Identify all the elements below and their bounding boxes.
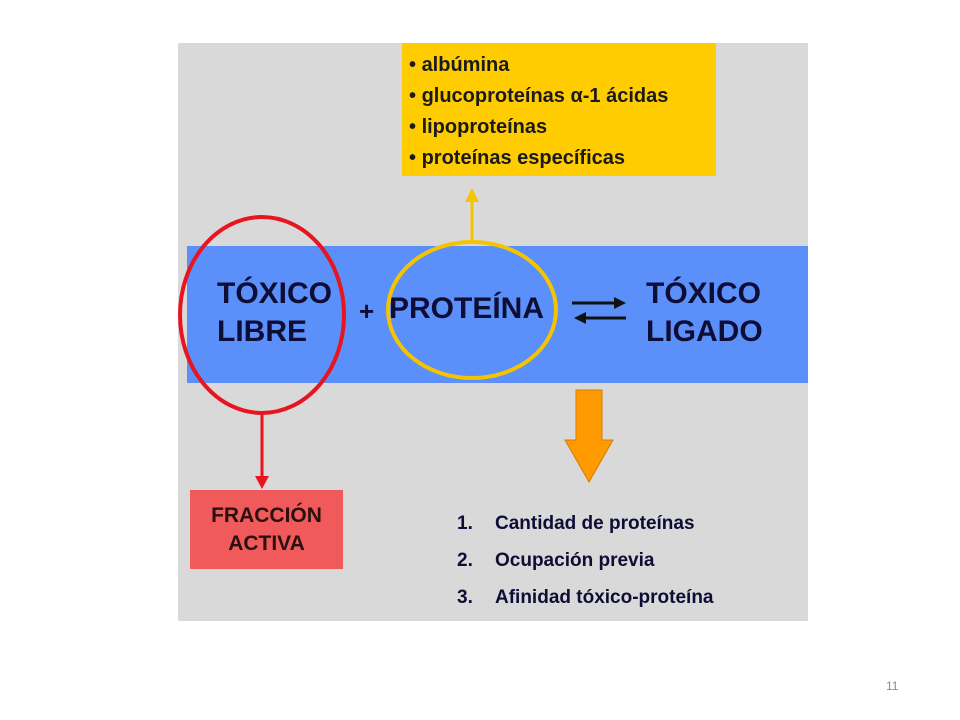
binding-protein-item: albúmina — [409, 50, 716, 81]
orange-down-arrow — [564, 389, 614, 484]
red-ring — [178, 215, 346, 415]
page-number: 11 — [886, 679, 899, 693]
equation-band — [187, 246, 808, 383]
factor-item: 2. Ocupación previa — [457, 542, 714, 579]
factors-list: 1. Cantidad de proteínas 2. Ocupación prev… — [457, 505, 714, 616]
factor-number: 1. — [457, 513, 473, 534]
yellow-arrow-head — [465, 188, 479, 202]
red-arrow-head — [255, 476, 269, 489]
equilibrium-arrows-icon — [572, 297, 626, 324]
binding-protein-item: lipoproteínas — [409, 112, 716, 143]
free-toxic-line2: LIBRE — [217, 315, 307, 348]
factor-number: 2. — [457, 550, 473, 571]
binding-protein-item: proteínas específicas — [409, 143, 716, 174]
plus-sign: + — [359, 296, 375, 326]
bound-toxic-label: TÓXICO LIGADO — [646, 275, 763, 351]
factor-number: 3. — [457, 587, 473, 608]
bound-toxic-line1: TÓXICO — [646, 277, 762, 310]
factor-item: 1. Cantidad de proteínas — [457, 505, 714, 542]
factor-item: 3. Afinidad tóxico-proteína — [457, 579, 714, 616]
binding-proteins-box: albúmina glucoproteínas α-1 ácidas lipop… — [402, 43, 716, 176]
factor-text: Cantidad de proteínas — [495, 513, 695, 534]
yellow-ring — [386, 240, 558, 380]
free-toxic-label: TÓXICO LIBRE — [217, 275, 332, 351]
free-toxic-line1: TÓXICO — [217, 277, 333, 310]
active-fraction-box: FRACCIÓN ACTIVA — [190, 490, 343, 569]
active-fraction-line1: FRACCIÓN — [211, 503, 322, 527]
protein-label: PROTEÍNA — [389, 292, 545, 325]
factor-text: Afinidad tóxico-proteína — [495, 587, 714, 608]
bound-toxic-line2: LIGADO — [646, 315, 763, 348]
factor-text: Ocupación previa — [495, 550, 655, 571]
binding-proteins-list: albúmina glucoproteínas α-1 ácidas lipop… — [409, 50, 716, 174]
active-fraction-line2: ACTIVA — [228, 531, 305, 555]
binding-protein-item: glucoproteínas α-1 ácidas — [409, 81, 716, 112]
